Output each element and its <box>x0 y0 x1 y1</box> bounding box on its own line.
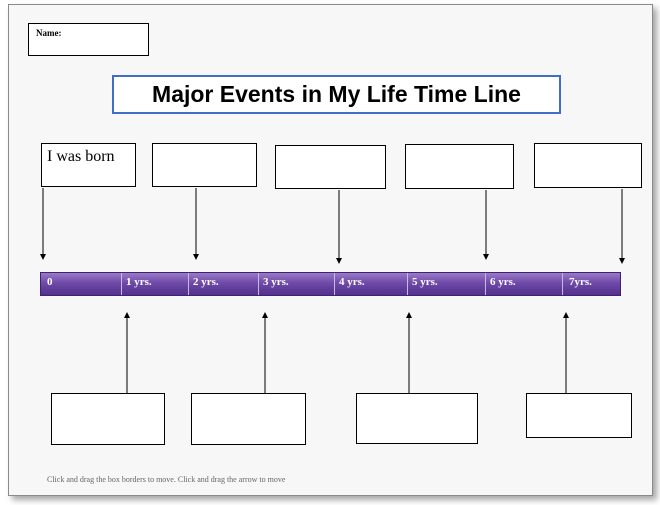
timeline-label-6: 6 yrs. <box>490 276 516 288</box>
event-text: I was born <box>47 148 115 165</box>
timeline-tick <box>121 273 122 295</box>
name-label: Name: <box>36 28 62 38</box>
event-box-bottom-3[interactable] <box>356 393 478 444</box>
timeline-label-7: 7yrs. <box>569 276 592 288</box>
instructions-note: Click and drag the box borders to move. … <box>47 475 286 484</box>
timeline-tick <box>334 273 335 295</box>
timeline-label-4: 4 yrs. <box>339 276 365 288</box>
timeline-label-2: 2 yrs. <box>193 276 219 288</box>
timeline-bar: 0 1 yrs. 2 yrs. 3 yrs. 4 yrs. 5 yrs. 6 y… <box>40 272 621 296</box>
event-box-top-3[interactable] <box>275 145 386 189</box>
timeline-label-5: 5 yrs. <box>412 276 438 288</box>
title-box[interactable]: Major Events in My Life Time Line <box>112 75 561 114</box>
event-box-top-5[interactable] <box>534 143 642 188</box>
event-box-top-2[interactable] <box>152 143 257 187</box>
timeline-tick <box>258 273 259 295</box>
timeline-label-3: 3 yrs. <box>263 276 289 288</box>
timeline-label-1: 1 yrs. <box>126 276 152 288</box>
timeline-tick <box>562 273 563 295</box>
timeline-tick <box>188 273 189 295</box>
event-box-bottom-4[interactable] <box>526 393 632 438</box>
timeline-tick <box>407 273 408 295</box>
event-box-top-4[interactable] <box>405 144 514 189</box>
timeline-tick <box>485 273 486 295</box>
page-title: Major Events in My Life Time Line <box>152 81 521 107</box>
event-box-bottom-2[interactable] <box>191 393 306 445</box>
name-field[interactable]: Name: <box>28 23 149 56</box>
event-box-top-1[interactable]: I was born <box>41 143 136 187</box>
event-box-bottom-1[interactable] <box>51 393 165 445</box>
timeline-label-0: 0 <box>47 276 53 288</box>
